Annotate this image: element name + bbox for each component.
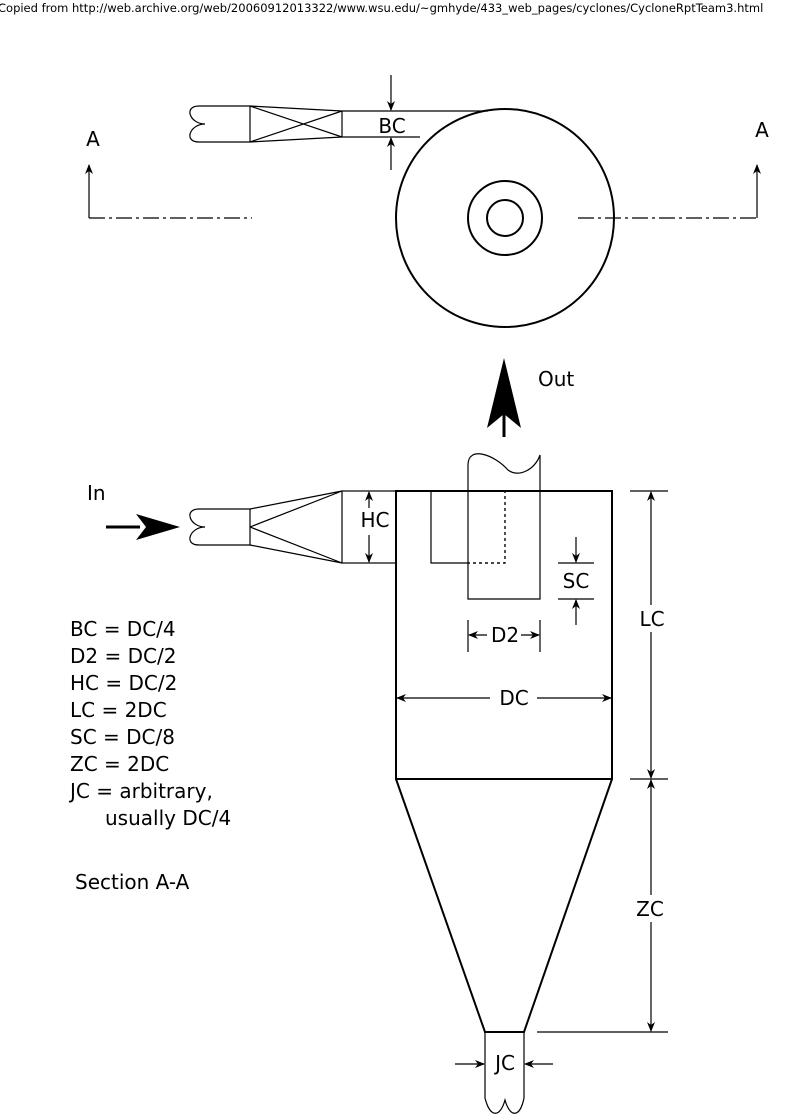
dim-d2-label: D2 xyxy=(491,623,519,647)
vortex-finder xyxy=(467,453,541,600)
cone-body xyxy=(395,778,613,1033)
equation-line: usually DC/4 xyxy=(105,806,231,830)
equation-line: JC = arbitrary, xyxy=(68,779,213,803)
top-transition xyxy=(249,105,343,143)
body-inner-circle xyxy=(486,199,524,237)
out-label: Out xyxy=(538,367,574,391)
equation-line: D2 = DC/2 xyxy=(70,644,176,668)
dim-hc-label: HC xyxy=(360,508,389,532)
dust-outlet xyxy=(484,1032,525,1114)
dim-dc-label: DC xyxy=(499,686,528,710)
section-label: Section A-A xyxy=(75,870,190,894)
equation-line: HC = DC/2 xyxy=(70,671,177,695)
side-inlet-duct xyxy=(189,508,250,546)
dim-lc-label: LC xyxy=(639,607,664,631)
top-inlet-duct xyxy=(189,105,250,143)
inner-wall xyxy=(430,491,468,564)
dim-bc-label: BC xyxy=(378,114,405,138)
side-transition xyxy=(249,490,343,564)
source-note: Copied from http://web.archive.org/web/2… xyxy=(0,1,763,15)
top-view: BC A A xyxy=(85,75,769,328)
hidden-lines xyxy=(468,490,506,564)
in-label: In xyxy=(87,481,106,505)
equation-line: BC = DC/4 xyxy=(70,617,176,641)
dim-sc-label: SC xyxy=(563,569,590,593)
in-arrow xyxy=(106,514,180,540)
section-mark-right: A xyxy=(755,118,769,142)
dim-zc-label: ZC xyxy=(636,897,664,921)
section-mark-left: A xyxy=(86,127,100,151)
out-arrow xyxy=(487,358,521,437)
equation-line: LC = 2DC xyxy=(70,698,167,722)
equation-line: ZC = 2DC xyxy=(70,752,169,776)
dim-jc-label: JC xyxy=(493,1051,515,1075)
body-outlet-circle xyxy=(467,180,543,256)
equation-notes: BC = DC/4 D2 = DC/2 HC = DC/2 LC = 2DC S… xyxy=(68,617,231,830)
equation-line: SC = DC/8 xyxy=(70,725,175,749)
side-section: HC SC D2 DC LC xyxy=(189,453,668,1114)
